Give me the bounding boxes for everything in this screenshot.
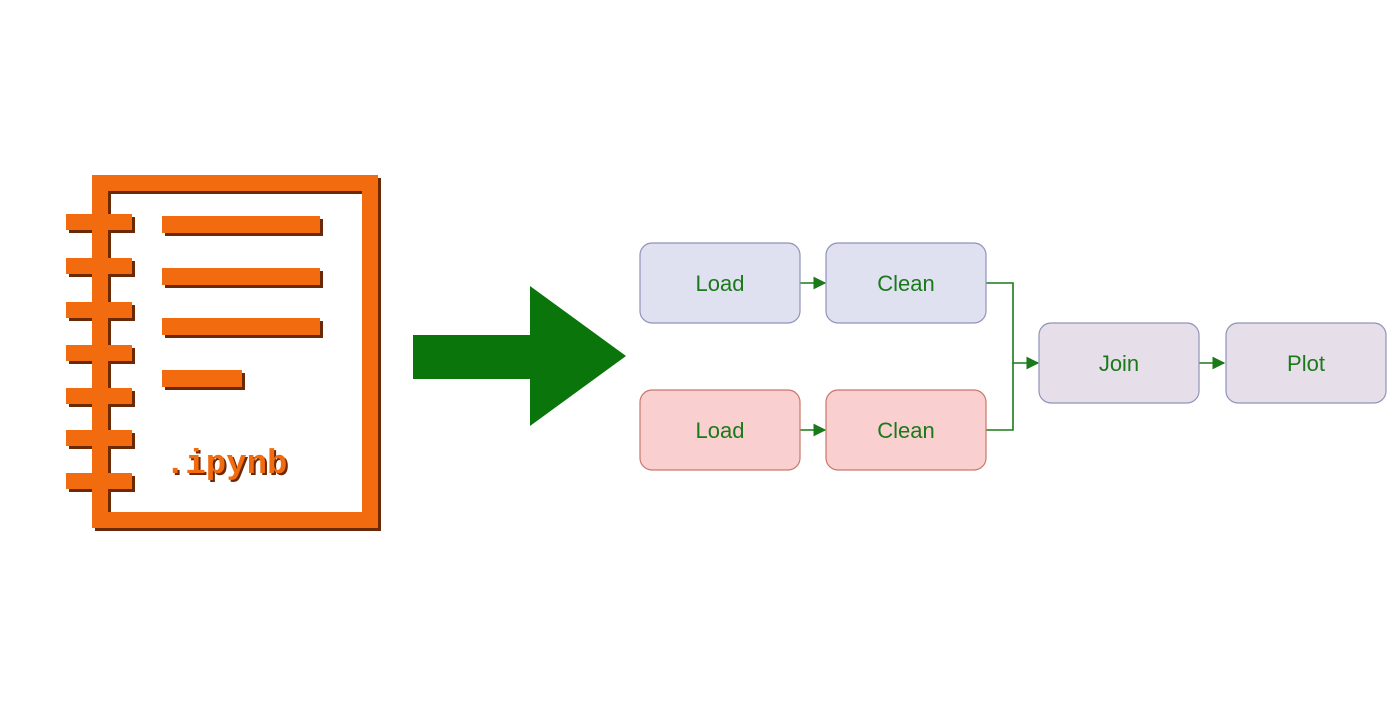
node-clean-b-label: Clean — [877, 418, 934, 443]
spiral-ring — [66, 430, 132, 446]
notebook-extension-label: .ipynb — [165, 446, 287, 484]
text-line — [162, 318, 320, 335]
node-plot: Plot — [1225, 322, 1387, 404]
text-line — [162, 268, 320, 285]
right-arrow-icon — [413, 286, 626, 426]
node-clean-a-label: Clean — [877, 271, 934, 296]
spiral-ring — [66, 258, 132, 274]
text-line — [162, 370, 242, 387]
node-load-a: Load — [639, 242, 801, 324]
node-load-b-label: Load — [696, 418, 745, 443]
node-load-a-label: Load — [696, 271, 745, 296]
edge-clean-a-to-join — [986, 282, 1040, 370]
spiral-ring — [66, 214, 132, 230]
edge-clean-b-to-join — [986, 363, 1014, 431]
node-join: Join — [1038, 322, 1200, 404]
text-line — [162, 216, 320, 233]
spiral-ring — [66, 345, 132, 361]
node-plot-label: Plot — [1287, 351, 1325, 376]
notebook-icon: .ipynb .ipynb — [66, 175, 381, 531]
spiral-ring — [66, 302, 132, 318]
node-join-label: Join — [1099, 351, 1139, 376]
notebook-extension-shadow: .ipynb — [167, 448, 289, 486]
node-clean-a: Clean — [825, 242, 987, 324]
spiral-ring — [66, 473, 132, 489]
pipeline-edges — [800, 276, 1226, 437]
node-load-b: Load — [639, 389, 801, 471]
spiral-ring — [66, 388, 132, 404]
notebook-body — [66, 175, 378, 528]
node-clean-b: Clean — [825, 389, 987, 471]
